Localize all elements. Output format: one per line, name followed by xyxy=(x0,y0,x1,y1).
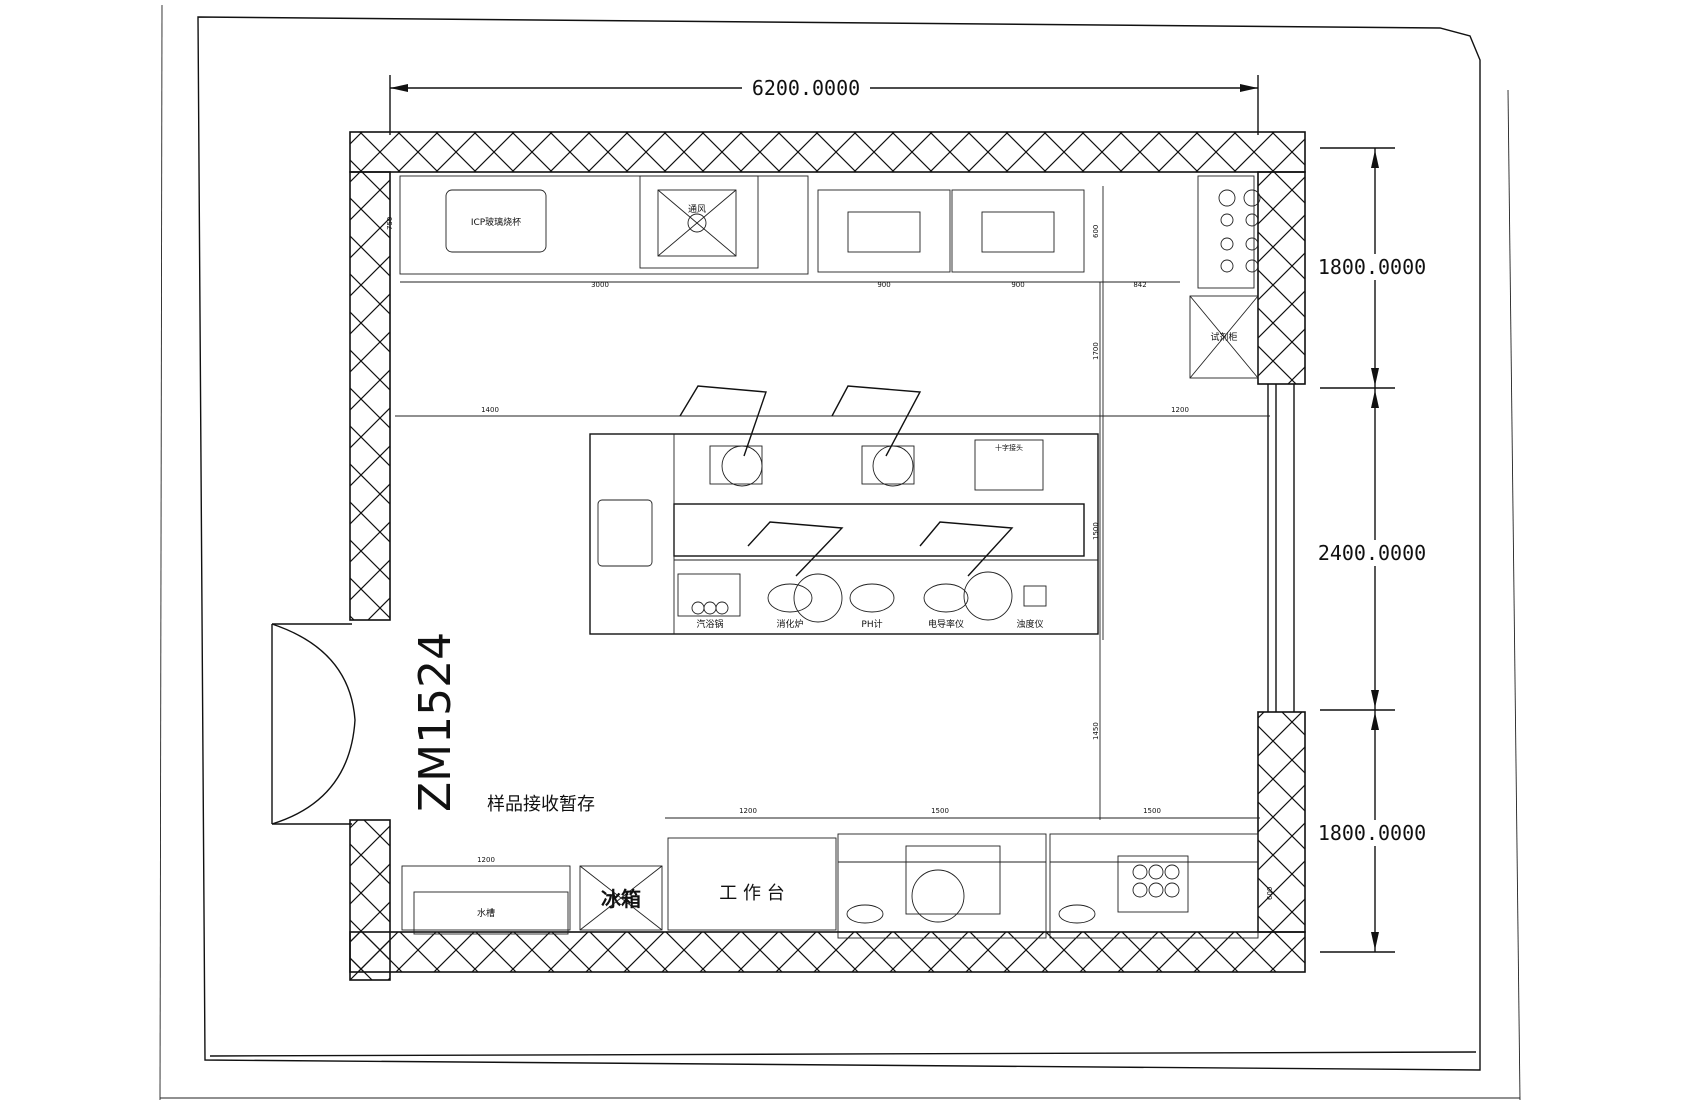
door xyxy=(271,623,356,825)
right-middle-dim-label: 2400.0000 xyxy=(1318,541,1426,565)
door-code-label: ZM1524 xyxy=(410,632,461,812)
dim-top-cabinet-b: 900 xyxy=(1011,281,1024,289)
burner-panel xyxy=(1218,189,1261,273)
dim-lower-vertical: 1450 xyxy=(1092,722,1100,740)
dim-right-bottom-depth: 600 xyxy=(1266,887,1274,900)
top-counter-label: ICP玻璃烧杯 xyxy=(471,216,521,228)
dim-top-cabinet-a: 900 xyxy=(877,281,890,289)
bench-label-5: 浊度仪 xyxy=(1016,618,1043,630)
dimension-lines xyxy=(389,75,1432,953)
dim-center-left: 1400 xyxy=(481,406,499,414)
dim-center-right: 1200 xyxy=(1171,406,1189,414)
dim-bottom-sink-b: 1500 xyxy=(1143,807,1161,815)
room-label: 样品接收暂存 xyxy=(487,794,595,815)
walls xyxy=(349,131,1306,981)
bench-label-3: PH计 xyxy=(861,618,882,630)
bottom-left-shelf-label: 水槽 xyxy=(477,907,495,919)
worktable-label: 工 作 台 xyxy=(719,883,784,904)
dim-bottom-worktable: 1200 xyxy=(739,807,757,815)
dim-center-height: 1500 xyxy=(1092,522,1100,540)
dim-right-column-top: 1700 xyxy=(1092,342,1100,360)
bench-label-1: 汽浴锅 xyxy=(696,618,723,630)
bench-label-2: 消化炉 xyxy=(776,618,803,630)
sheet-border xyxy=(159,4,1521,1100)
dim-top-left-counter: 3000 xyxy=(591,281,609,289)
central-bench xyxy=(395,282,1270,820)
hood-label: 通风 xyxy=(688,204,706,215)
reagent-cabinet-label: 试剂柜 xyxy=(1210,331,1237,343)
bench-top-center-label: 十字接头 xyxy=(995,443,1023,452)
total-width-label: 6200.0000 xyxy=(752,76,860,100)
top-row-equipment xyxy=(399,175,1180,640)
dim-top-depth: 600 xyxy=(1092,225,1100,238)
right-top-dim-label: 1800.0000 xyxy=(1318,255,1426,279)
dim-top-gap: 842 xyxy=(1133,281,1146,289)
dim-bottom-left: 1200 xyxy=(477,856,495,864)
bottom-row-equipment xyxy=(401,817,1260,939)
fridge-label: 冰箱 xyxy=(601,887,641,911)
right-bottom-dim-label: 1800.0000 xyxy=(1318,821,1426,845)
dim-bottom-sink-a: 1500 xyxy=(931,807,949,815)
dim-left-height: 750 xyxy=(386,217,394,230)
bench-label-4: 电导率仪 xyxy=(928,618,964,630)
